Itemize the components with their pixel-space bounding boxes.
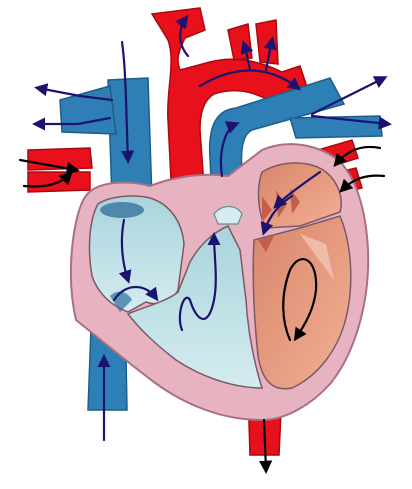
right-atrium <box>90 196 184 312</box>
